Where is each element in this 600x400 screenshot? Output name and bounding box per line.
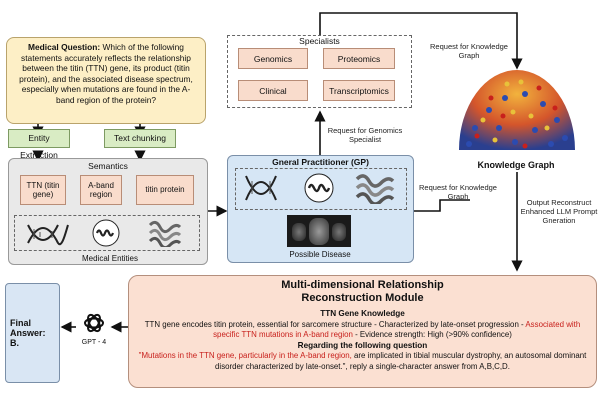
specialist-proteomics: Proteomics <box>323 48 395 69</box>
medical-entities-label: Medical Entities <box>81 254 139 263</box>
final-answer-box: Final Answer: B. <box>5 283 60 383</box>
chip-ttn: TTN (titin gene) <box>20 175 66 205</box>
question-heading: Medical Question: <box>28 42 101 52</box>
medical-question-box: Medical Question: Which of the following… <box>6 37 206 124</box>
specialist-genomics: Genomics <box>238 48 308 69</box>
question-heading-2: Regarding the following question <box>297 340 428 350</box>
edge-label-request-kg-top: Request for Knowledge Graph <box>430 42 508 60</box>
dna-icon <box>27 224 69 246</box>
question-red: "Mutations in the TTN gene, particularly… <box>138 351 352 360</box>
knowledge-text-a: TTN gene encodes titin protein, essentia… <box>144 319 526 329</box>
knowledge-graph-image <box>459 70 575 150</box>
reconstruction-module-panel: Multi-dimensional Relationship Reconstru… <box>128 275 597 388</box>
specialist-clinical: Clinical <box>238 80 308 101</box>
question-text-2: are implicated in tibial muscular dystro… <box>215 351 587 371</box>
knowledge-text-b: - Evidence strength: High (>90% confiden… <box>352 330 512 339</box>
question-paragraph: "Mutations in the TTN gene, particularly… <box>129 351 596 372</box>
knowledge-heading: TTN Gene Knowledge <box>320 309 405 318</box>
edge-label-output-reconstruct: Output Reconstruct Enhanced LLM Prompt G… <box>520 198 598 225</box>
protein-structure-icon <box>148 220 182 247</box>
knowledge-paragraph: TTN gene encodes titin protein, essentia… <box>129 320 596 341</box>
openai-logo-icon <box>84 313 104 333</box>
gp-images-frame <box>235 168 407 210</box>
entity-images-frame <box>14 215 200 251</box>
gp-dna-icon <box>245 175 277 201</box>
mri-scan-image <box>287 215 351 247</box>
semantics-title: Semantics <box>88 161 128 171</box>
specialist-transcriptomics: Transcriptomics <box>323 80 395 101</box>
gp-title: Gneral Practitioner (GP) <box>272 157 369 167</box>
gp-protein-coil-icon <box>304 173 334 203</box>
question-text: Which of the following statements accura… <box>19 42 193 105</box>
final-answer-label: Final Answer: <box>10 318 46 338</box>
chip-titin-protein: titin protein <box>136 175 194 205</box>
protein-coil-icon <box>92 219 120 247</box>
knowledge-text-red: Associated with specific TTN mutations i… <box>213 319 581 340</box>
specialists-title: Specialists <box>299 36 340 46</box>
specialists-panel <box>227 35 412 108</box>
possible-disease-label: Possible Disease <box>289 250 351 259</box>
knowledge-graph-label: Knowledge Graph <box>477 160 555 170</box>
text-chunking-step: Text chunking <box>104 129 176 148</box>
edge-label-request-genomics: Request for Genomics Specialist <box>327 126 403 144</box>
gpt-label: GPT - 4 <box>81 339 107 346</box>
final-answer-value: B. <box>10 338 19 348</box>
module-title-line1: Multi-dimensional Relationship <box>281 279 444 291</box>
edge-label-request-kg-mid: Request for Knowledge Graph <box>419 183 497 201</box>
gp-protein-structure-icon <box>355 174 395 204</box>
chip-a-band: A-band region <box>80 175 122 205</box>
module-title-line2: Reconstruction Module <box>301 292 424 304</box>
entity-extraction-step: Entity Extraction <box>8 129 70 160</box>
